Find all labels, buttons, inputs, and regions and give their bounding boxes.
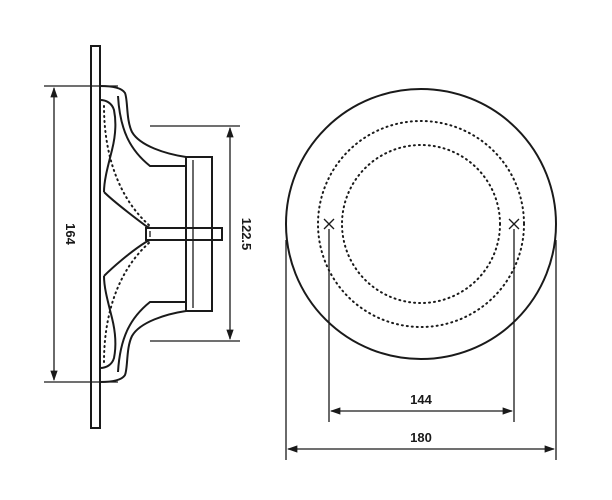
pole-shaft xyxy=(145,227,223,241)
dotted-circle-outer xyxy=(317,120,525,328)
basket-frame xyxy=(117,95,186,373)
cone-body-top xyxy=(103,191,151,229)
surround-top xyxy=(99,99,117,193)
flange-plate xyxy=(90,45,101,429)
dim-label-144: 144 xyxy=(410,392,432,407)
mounting-hole-right-mark xyxy=(508,218,520,230)
mounting-hole-left-mark xyxy=(323,218,335,230)
cone-hidden-line xyxy=(103,105,151,363)
dim-label-164: 164 xyxy=(63,223,78,245)
magnet-outer xyxy=(185,156,213,312)
cone-outline-top xyxy=(99,85,187,160)
dim-label-180: 180 xyxy=(410,430,432,445)
cone-body-bottom xyxy=(103,239,151,277)
cone-outline-bottom xyxy=(99,308,187,383)
side-view: 164 122.5 xyxy=(44,45,254,429)
dotted-circle-inner xyxy=(341,144,501,304)
front-view: 144 180 xyxy=(285,88,557,460)
surround-bottom xyxy=(99,275,117,369)
outer-rim-circle xyxy=(285,88,557,360)
dim-label-1225: 122.5 xyxy=(239,218,254,251)
